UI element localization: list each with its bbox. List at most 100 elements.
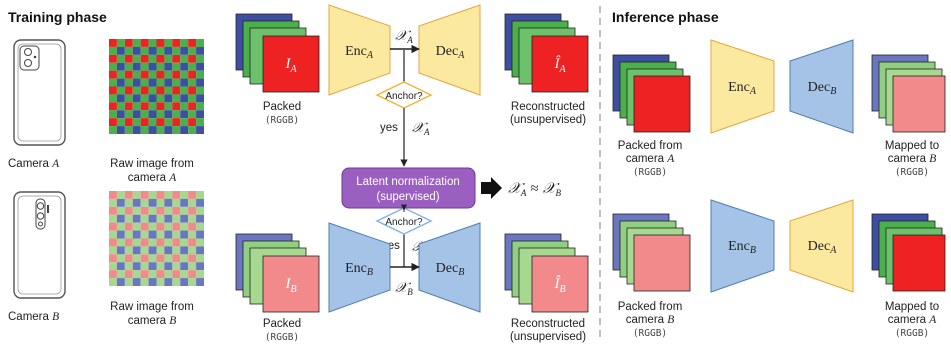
packed-a-label: Packed xyxy=(263,101,301,113)
bayer-cell xyxy=(148,278,157,286)
bayer-cell xyxy=(148,118,157,127)
bayer-cell xyxy=(156,246,165,255)
bayer-cell xyxy=(132,238,141,247)
bayer-cell xyxy=(172,39,181,47)
inf-encoder-a-block xyxy=(710,39,775,134)
bayer-cell xyxy=(156,126,165,134)
bayer-cell xyxy=(140,254,149,263)
bayer-cell xyxy=(188,254,197,263)
latent-a-top: 𝒳A xyxy=(395,29,413,45)
bayer-cell xyxy=(140,222,149,231)
bayer-cell xyxy=(164,214,173,223)
bayer-cell xyxy=(116,86,125,95)
inference-output-stack-b xyxy=(871,54,946,133)
bayer-cell xyxy=(148,62,157,71)
reconstructed-a-label: Reconstructed xyxy=(511,101,585,113)
bayer-cell xyxy=(132,78,141,87)
bayer-cell xyxy=(140,46,149,55)
bayer-cell xyxy=(132,230,141,239)
bayer-cell xyxy=(180,246,189,255)
input-b-symbol: IB xyxy=(284,276,296,295)
packed-stack-b: IB xyxy=(235,233,320,313)
bayer-cell xyxy=(180,262,189,271)
bayer-cell xyxy=(124,110,133,119)
bayer-cell xyxy=(109,54,117,63)
bayer-cell xyxy=(172,222,181,231)
bayer-cell xyxy=(116,246,125,255)
packed-b-label: Packed xyxy=(263,318,301,330)
inf-mapped-a-line2: camera A xyxy=(888,314,938,326)
bayer-cell xyxy=(132,102,141,111)
bayer-cell xyxy=(180,102,189,111)
bayer-cell xyxy=(196,78,204,87)
bayer-cell xyxy=(164,278,173,286)
bayer-cell xyxy=(124,222,133,231)
encoder-a-block xyxy=(328,4,391,96)
bayer-cell xyxy=(124,254,133,263)
anchor-a-label: Anchor? xyxy=(385,91,423,102)
bayer-cell xyxy=(132,70,141,79)
bayer-cell xyxy=(180,54,189,63)
bayer-cell xyxy=(148,86,157,95)
inf-decoder-a-label: DecA xyxy=(808,239,838,256)
bayer-cell xyxy=(140,262,149,271)
bayer-cell xyxy=(188,246,197,255)
raw-image-b-caption-line2: camera B xyxy=(128,315,177,327)
bayer-cell xyxy=(132,198,141,207)
bayer-cell xyxy=(180,39,189,47)
bayer-cell xyxy=(156,39,165,47)
bayer-cell xyxy=(109,254,117,263)
bayer-cell xyxy=(148,214,157,223)
bayer-cell xyxy=(132,118,141,127)
bayer-cell xyxy=(109,230,117,239)
bayer-cell xyxy=(109,46,117,55)
bayer-cell xyxy=(148,191,157,199)
bayer-cell xyxy=(188,86,197,95)
bayer-cell xyxy=(148,70,157,79)
bayer-cell xyxy=(116,102,125,111)
bayer-cell xyxy=(116,78,125,87)
bayer-cell xyxy=(196,230,204,239)
bayer-cell xyxy=(116,110,125,119)
bayer-cell xyxy=(140,246,149,255)
bayer-cell xyxy=(116,46,125,55)
bayer-cell xyxy=(124,238,133,247)
bayer-cell xyxy=(156,62,165,71)
bayer-cell xyxy=(196,62,204,71)
bayer-cell xyxy=(164,191,173,199)
bayer-cell xyxy=(172,230,181,239)
bayer-cell xyxy=(109,270,117,279)
bayer-cell xyxy=(196,206,204,215)
bayer-cell xyxy=(132,86,141,95)
bayer-cell xyxy=(172,62,181,71)
inference-input-stack-a xyxy=(612,54,691,133)
bayer-cell xyxy=(124,94,133,103)
decoder-b-label: DecB xyxy=(436,261,465,278)
camera-b-label: Camera B xyxy=(8,311,59,323)
bayer-cell xyxy=(124,46,133,55)
recon-a-symbol: ÎA xyxy=(553,55,566,75)
bayer-cell xyxy=(132,254,141,263)
bayer-cell xyxy=(196,278,204,286)
bayer-cell xyxy=(140,191,149,199)
bayer-cell xyxy=(164,262,173,271)
bayer-cell xyxy=(124,246,133,255)
bayer-cell xyxy=(156,262,165,271)
reconstructed-stack-b: ÎB xyxy=(504,233,589,313)
bayer-cell xyxy=(124,86,133,95)
bayer-cell xyxy=(132,54,141,63)
bayer-cell xyxy=(172,110,181,119)
bayer-cell xyxy=(164,110,173,119)
bayer-cell xyxy=(116,278,125,286)
bayer-cell xyxy=(172,238,181,247)
bayer-cell xyxy=(196,191,204,199)
bayer-cell xyxy=(188,46,197,55)
bayer-cell xyxy=(156,118,165,127)
bayer-cell xyxy=(140,102,149,111)
bayer-cell xyxy=(109,39,117,47)
bayer-cell xyxy=(164,222,173,231)
bayer-cell xyxy=(140,230,149,239)
bayer-cell xyxy=(196,238,204,247)
inf-packed-b-line2: camera B xyxy=(626,314,675,326)
bayer-cell xyxy=(172,262,181,271)
